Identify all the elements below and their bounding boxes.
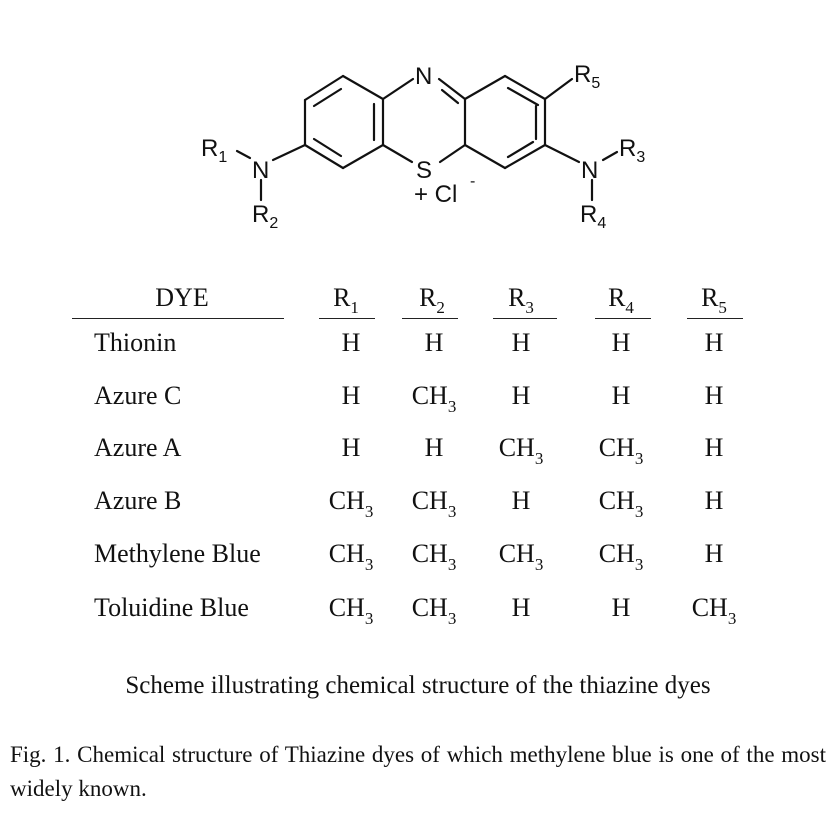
substituent-cell-r3: H bbox=[511, 486, 531, 515]
r4-substituent: R4 bbox=[580, 201, 606, 232]
substituent-cell-r2: H bbox=[424, 328, 444, 357]
header-rule-r2 bbox=[402, 318, 458, 319]
dye-name: Toluidine Blue bbox=[94, 593, 249, 622]
dye-name: Methylene Blue bbox=[94, 539, 261, 568]
substituent-cell-r4: H bbox=[611, 328, 631, 357]
header-rule-r3 bbox=[493, 318, 557, 319]
header-dye: DYE bbox=[155, 283, 209, 312]
figure-caption: Fig. 1. Chemical structure of Thiazine d… bbox=[10, 742, 826, 801]
counter-ion-charge: - bbox=[470, 173, 475, 190]
substituent-cell-r5: H bbox=[704, 433, 724, 462]
r5-substituent: R5 bbox=[574, 61, 600, 92]
header-rule-dye bbox=[72, 318, 284, 319]
r1-substituent: R1 bbox=[201, 135, 227, 166]
r2-substituent: R2 bbox=[252, 201, 278, 232]
substituent-cell-r3: CH3 bbox=[498, 539, 544, 574]
substituent-cell-r3: H bbox=[511, 328, 531, 357]
substituent-cell-r1: CH3 bbox=[328, 539, 374, 574]
substituent-cell-r5: H bbox=[704, 381, 724, 410]
substituent-cell-r2: H bbox=[424, 433, 444, 462]
substituent-cell-r3: H bbox=[511, 381, 531, 410]
header-rule-r5 bbox=[687, 318, 743, 319]
substituent-cell-r1: CH3 bbox=[328, 593, 374, 628]
substituent-cell-r5: CH3 bbox=[691, 593, 737, 628]
substituent-cell-r1: H bbox=[341, 433, 361, 462]
thiazine-structure-diagram: N S + Cl - N R1 R2 N R3 R4 R5 bbox=[201, 61, 645, 232]
substituent-cell-r4: H bbox=[611, 593, 631, 622]
amine-right-n-label: N bbox=[581, 157, 598, 184]
substituent-cell-r1: H bbox=[341, 381, 361, 410]
substituent-cell-r4: CH3 bbox=[598, 539, 644, 574]
substituent-cell-r1: CH3 bbox=[328, 486, 374, 521]
substituent-cell-r2: CH3 bbox=[411, 486, 457, 521]
substituent-cell-r3: CH3 bbox=[498, 433, 544, 468]
substituent-cell-r5: H bbox=[704, 539, 724, 568]
header-r4: R4 bbox=[608, 283, 634, 317]
substituent-cell-r3: H bbox=[511, 593, 531, 622]
header-r2: R2 bbox=[419, 283, 445, 317]
substituent-cell-r4: CH3 bbox=[598, 433, 644, 468]
substituent-cell-r5: H bbox=[704, 486, 724, 515]
header-r5: R5 bbox=[701, 283, 727, 317]
substituent-cell-r1: H bbox=[341, 328, 361, 357]
substituent-cell-r4: CH3 bbox=[598, 486, 644, 521]
substituent-cell-r2: CH3 bbox=[411, 539, 457, 574]
header-rule-r4 bbox=[595, 318, 651, 319]
ring-nitrogen-label: N bbox=[415, 63, 432, 90]
dye-name: Azure B bbox=[94, 486, 182, 515]
r3-substituent: R3 bbox=[619, 135, 645, 166]
ring-sulfur-label: S bbox=[416, 157, 432, 184]
header-r3: R3 bbox=[508, 283, 534, 317]
substituent-cell-r2: CH3 bbox=[411, 381, 457, 416]
header-rule-r1 bbox=[319, 318, 375, 319]
amine-left-n-label: N bbox=[252, 157, 269, 184]
dye-name: Azure A bbox=[94, 433, 182, 462]
substituent-cell-r2: CH3 bbox=[411, 593, 457, 628]
substituent-cell-r4: H bbox=[611, 381, 631, 410]
counter-ion-label: + Cl bbox=[414, 181, 457, 208]
scheme-caption: Scheme illustrating chemical structure o… bbox=[125, 672, 711, 699]
dye-name: Thionin bbox=[94, 328, 177, 357]
header-r1: R1 bbox=[333, 283, 359, 317]
dye-name: Azure C bbox=[94, 381, 182, 410]
substituent-cell-r5: H bbox=[704, 328, 724, 357]
